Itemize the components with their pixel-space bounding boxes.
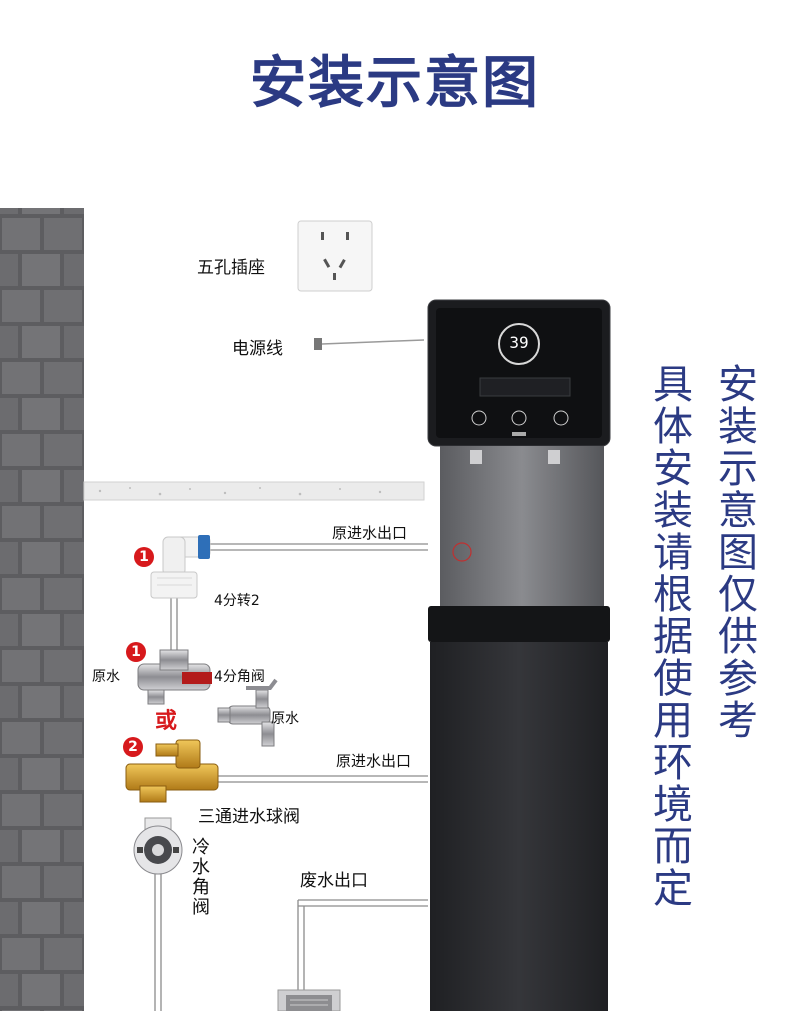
- water-purifier: [427, 299, 611, 1011]
- or-label: 或: [155, 709, 178, 734]
- floor-drain-icon: [277, 989, 341, 1011]
- angle-valve-icon: [137, 649, 212, 705]
- tap-icon: [217, 678, 278, 747]
- tee-ball-valve-icon: [125, 739, 219, 803]
- badge-1a: 1: [134, 547, 154, 567]
- cold-water-angle-valve-icon: [133, 817, 183, 875]
- raw-inlet-top-label: 原进水出口: [332, 524, 408, 542]
- cold-angle-valve-label: 冷水角阀: [192, 837, 210, 918]
- brick-wall: [0, 208, 84, 1011]
- angle-valve-label: 4分角阀: [214, 669, 265, 685]
- waste-outlet-label: 废水出口: [300, 871, 368, 891]
- power-cord-label: 电源线: [232, 339, 283, 359]
- badge-1b: 1: [126, 642, 146, 662]
- display-readout: 39: [509, 333, 529, 352]
- socket-label: 五孔插座: [197, 258, 265, 278]
- socket-icon: [297, 220, 373, 292]
- raw-water-label-1: 原水: [92, 669, 120, 685]
- page-title: 安装示意图: [250, 51, 540, 116]
- badge-2: 2: [123, 737, 143, 757]
- water-pipes: [154, 543, 428, 1011]
- raw-water-label-2: 原水: [271, 711, 299, 727]
- note-column-2: 具体安装请根据使用环境而定: [653, 362, 693, 912]
- raw-inlet-bottom-label: 原进水出口: [336, 752, 412, 770]
- adapter-label: 4分转2: [214, 593, 260, 609]
- note-column-1: 安装示意图仅供参考: [718, 362, 758, 744]
- power-cord-icon: [314, 338, 425, 350]
- tee-valve-label: 三通进水球阀: [198, 807, 300, 827]
- elbow-fitting-icon: [162, 535, 211, 576]
- adapter-icon: [150, 571, 198, 599]
